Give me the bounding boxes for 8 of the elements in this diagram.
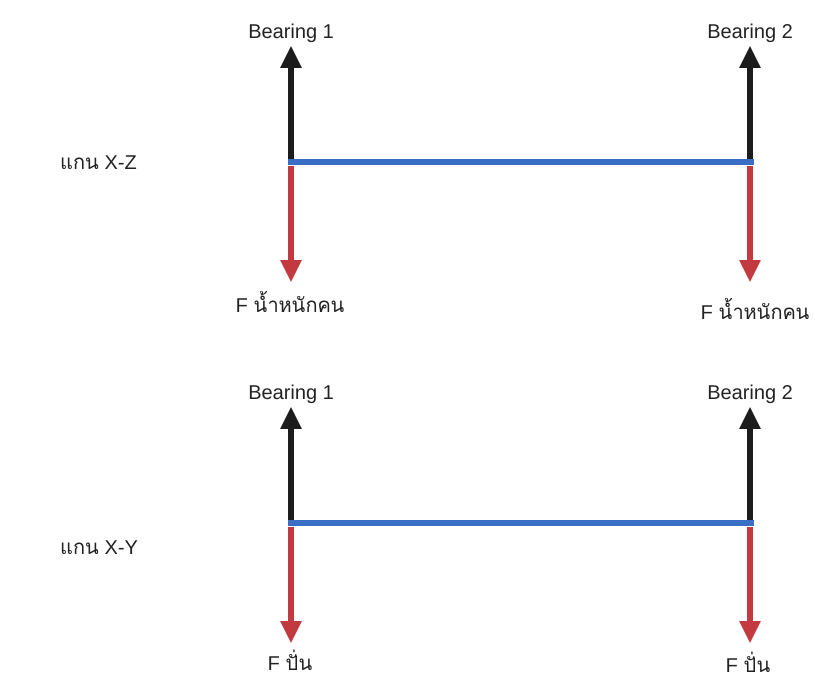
force-label: F ปั่น xyxy=(268,652,312,676)
bearing-label: Bearing 2 xyxy=(707,20,793,44)
bearing-label: Bearing 1 xyxy=(248,381,334,405)
axis-label: แกน X-Y xyxy=(60,536,138,560)
bearing-label: Bearing 1 xyxy=(248,20,334,44)
bearing-label: Bearing 2 xyxy=(707,381,793,405)
axis-label: แกน X-Z xyxy=(60,151,137,175)
force-label: F ปั่น xyxy=(726,654,770,678)
